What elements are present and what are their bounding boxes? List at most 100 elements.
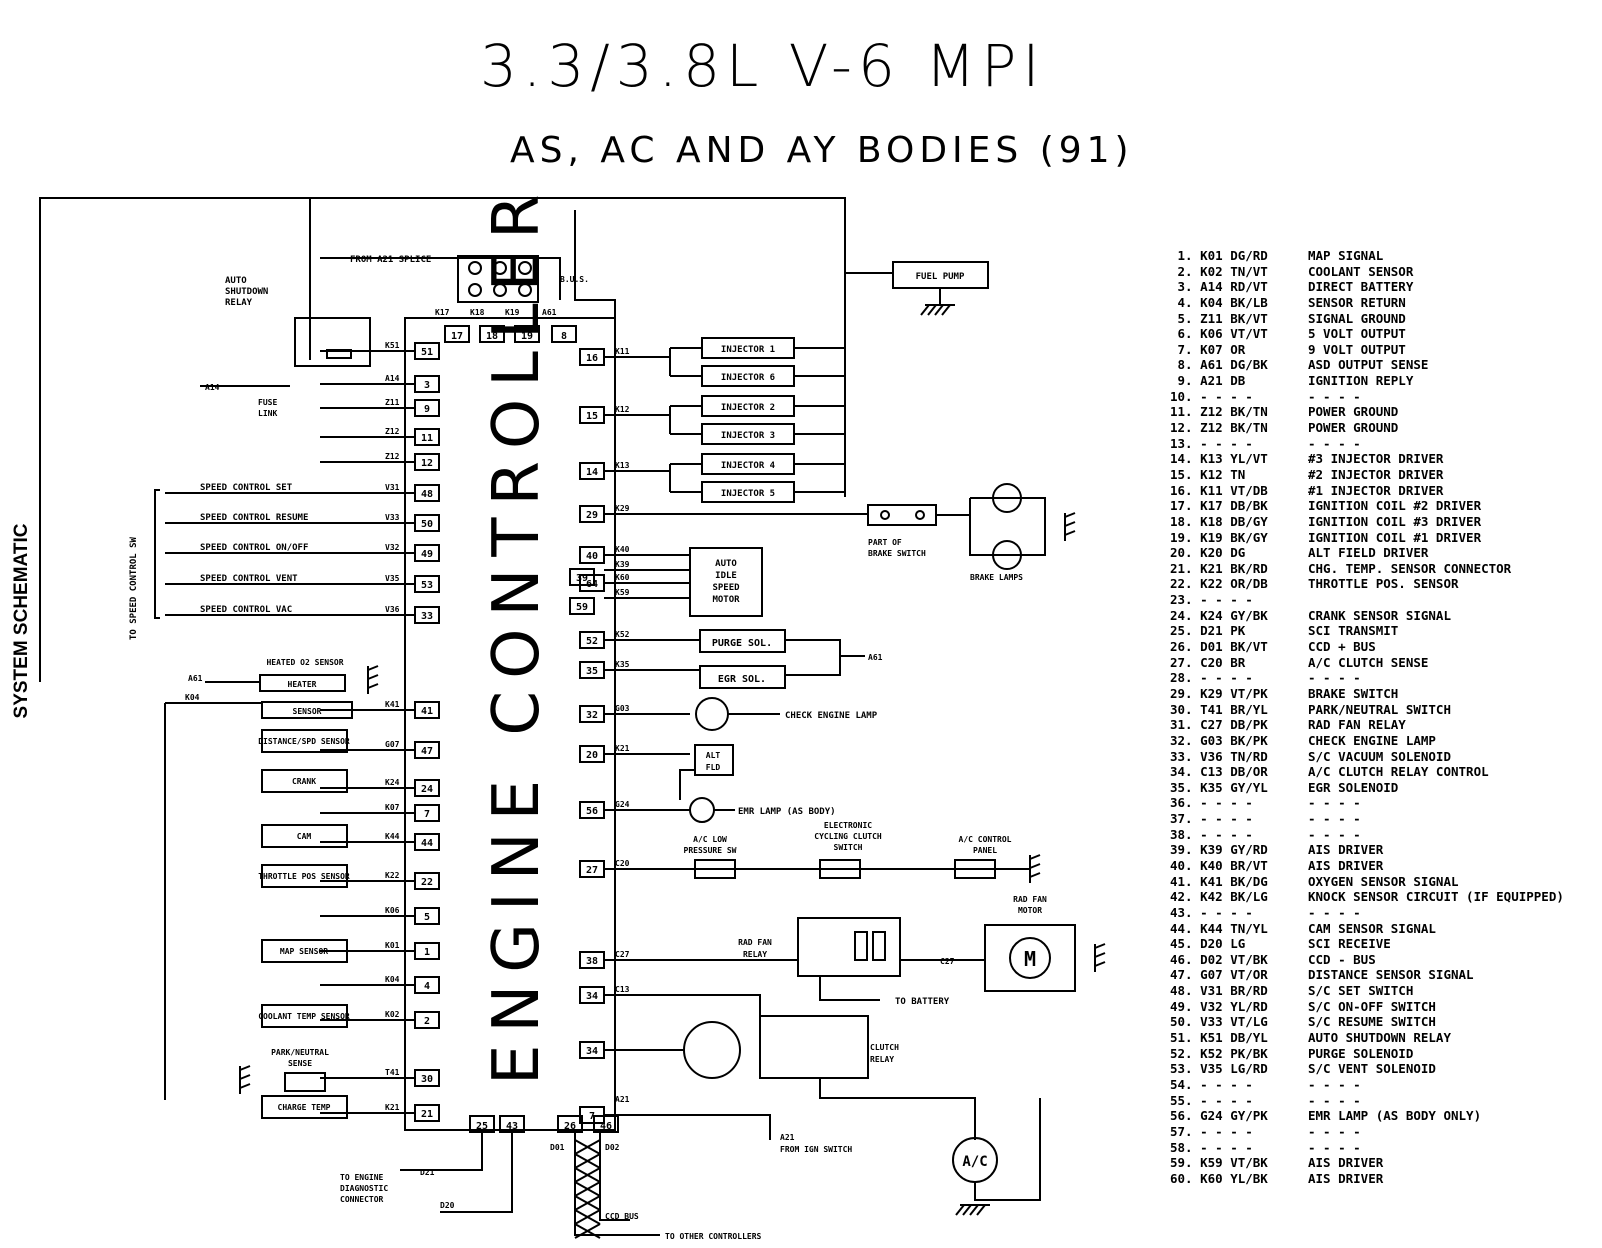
- legend-wire-code: 16. K11 VT/DB: [1170, 482, 1268, 498]
- legend-description: CCD + BUS: [1308, 639, 1376, 655]
- wire-label: G24: [615, 800, 630, 809]
- emr-lamp-label: EMR LAMP (AS BODY): [738, 807, 836, 817]
- from-ign-label: FROM IGN SWITCH: [780, 1145, 852, 1154]
- legend-description: THROTTLE POS. SENSOR: [1308, 576, 1459, 592]
- legend-wire-code: 11. Z12 BK/TN: [1170, 404, 1268, 420]
- wire-label: A21: [780, 1133, 795, 1142]
- pin-box: [414, 484, 440, 502]
- legend-wire-code: 27. C20 BR: [1170, 654, 1246, 670]
- wire-label: K17: [435, 308, 450, 317]
- wire-label: K07: [385, 803, 400, 812]
- wire-label: Z11: [385, 398, 400, 407]
- heater-element: [259, 674, 346, 692]
- pin-number: 15: [586, 411, 598, 422]
- legend-wire-code: 41. K41 BK/DG: [1170, 873, 1268, 889]
- legend-description: BRAKE SWITCH: [1308, 685, 1399, 701]
- o2-sensor-label: SENSOR: [293, 707, 322, 716]
- pin-number: 56: [586, 806, 598, 817]
- legend-description: - - - -: [1308, 1123, 1361, 1139]
- legend-wire-code: 58. - - - -: [1170, 1139, 1253, 1155]
- legend-wire-code: 20. K20 DG: [1170, 545, 1246, 561]
- wire: [154, 489, 160, 619]
- pin-box: [514, 325, 540, 343]
- heated-o2-label: HEATED O2 SENSOR: [266, 658, 343, 667]
- twist-line: [574, 1181, 601, 1197]
- legend-row: 23. - - - -: [1170, 592, 1600, 608]
- wire-label: C27: [615, 950, 630, 959]
- wire-label: G03: [615, 704, 630, 713]
- pin-box: [414, 428, 440, 446]
- legend-description: S/C VACUUM SOLENOID: [1308, 748, 1451, 764]
- wire-label: K51: [385, 341, 400, 350]
- wire: [604, 1114, 771, 1140]
- legend-wire-code: 9. A21 DB: [1170, 373, 1246, 389]
- pin-box: [557, 1115, 583, 1133]
- pin-box: [579, 406, 605, 424]
- sensor-box: [261, 729, 348, 753]
- ground-hatch: [239, 1074, 251, 1080]
- pin-number: 29: [586, 510, 598, 521]
- to-diag-label: CONNECTOR: [340, 1195, 384, 1204]
- pin-number: 2: [424, 1016, 430, 1027]
- legend-wire-code: 38. - - - -: [1170, 826, 1253, 842]
- pin-box: [414, 942, 440, 960]
- sensor-label: COOLANT TEMP SENSOR: [258, 1012, 350, 1021]
- pin-number: 35: [586, 666, 598, 677]
- legend-description: - - - -: [1308, 904, 1361, 920]
- injector-label: INJECTOR 1: [721, 345, 775, 355]
- ais-motor-label: MOTOR: [712, 595, 740, 605]
- pin-number: 30: [421, 1074, 433, 1085]
- fuel-pump-label: FUEL PUMP: [916, 272, 965, 282]
- ground-hatch: [1029, 863, 1041, 869]
- pin-number: 33: [421, 611, 433, 622]
- rad-fan-motor-label: RAD FAN: [1013, 895, 1047, 904]
- twist-line: [574, 1167, 601, 1183]
- injector-box: [701, 365, 795, 387]
- pin-box: [579, 705, 605, 723]
- legend-description: - - - -: [1308, 811, 1361, 827]
- pin-number: 11: [421, 433, 433, 444]
- pin-number: 20: [586, 750, 598, 761]
- pin-number: 38: [586, 956, 598, 967]
- sensor-box: [261, 1095, 348, 1119]
- legend-description: AIS DRIVER: [1308, 857, 1384, 873]
- wire-label: A14: [385, 374, 400, 383]
- wire-label: D01: [550, 1143, 565, 1152]
- wire-label: V36: [385, 605, 400, 614]
- wire-label: G07: [385, 740, 400, 749]
- sensor-box: [261, 1004, 348, 1028]
- pin-number: 25: [476, 1121, 488, 1132]
- wire-label: A21: [615, 1095, 630, 1104]
- bus-pin: [518, 261, 532, 275]
- wire-label: K04: [385, 975, 400, 984]
- wire-label: K06: [385, 906, 400, 915]
- legend-wire-code: 34. C13 DB/OR: [1170, 764, 1268, 780]
- legend-description: EGR SOLENOID: [1308, 779, 1399, 795]
- ground-icon: [367, 665, 379, 694]
- legend-description: COOLANT SENSOR: [1308, 263, 1414, 279]
- wire-label: K12: [615, 405, 630, 414]
- wire-label: K24: [385, 778, 400, 787]
- pin-number: 24: [421, 784, 433, 795]
- brake-switch-label: BRAKE SWITCH: [868, 549, 926, 558]
- check-engine-lamp-icon: [695, 697, 729, 731]
- ac-compressor-label: A/C: [962, 1154, 987, 1170]
- speed-control-label: SPEED CONTROL VAC: [200, 605, 292, 615]
- ground-hatch: [962, 1204, 972, 1216]
- legend-description: - - - -: [1308, 1139, 1361, 1155]
- asd-relay-label: SHUTDOWN: [225, 287, 268, 297]
- legend-description: RAD FAN RELAY: [1308, 717, 1406, 733]
- legend-description: IGNITION COIL #1 DRIVER: [1308, 529, 1482, 545]
- legend-description: #1 INJECTOR DRIVER: [1308, 482, 1444, 498]
- park-neutral-label: PARK/NEUTRAL: [271, 1048, 329, 1057]
- twist-line: [574, 1153, 601, 1169]
- legend-wire-code: 1. K01 DG/RD: [1170, 248, 1268, 263]
- legend-wire-code: 13. - - - -: [1170, 435, 1253, 451]
